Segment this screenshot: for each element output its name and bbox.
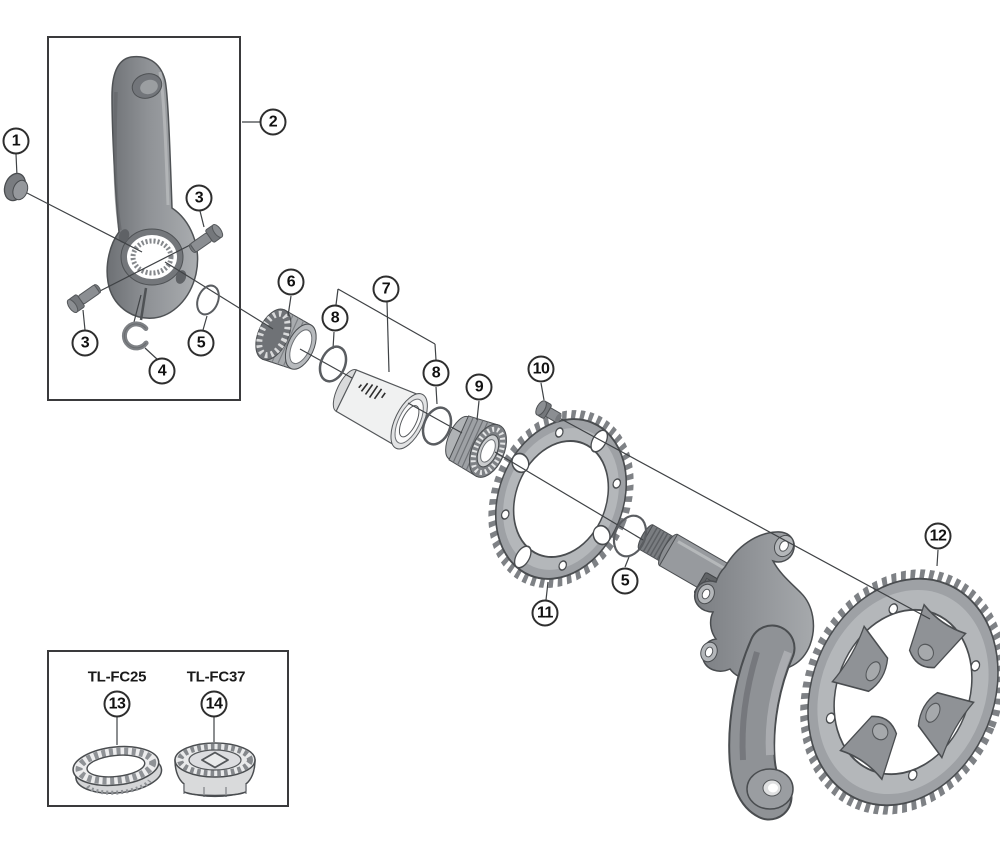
crank-fixing-cap (3, 172, 29, 202)
callout-9: 9 (465, 373, 493, 401)
pinch-bolt (66, 284, 102, 313)
callout-3: 3 (185, 184, 213, 212)
o-ring (421, 406, 453, 446)
chainring-bolt (535, 400, 562, 424)
tool-label-tl-fc37: TL-FC37 (186, 668, 246, 686)
callout-11: 11 (531, 599, 559, 627)
clip-axis-line (133, 294, 142, 323)
callout-5: 5 (187, 329, 215, 357)
callout-4: 4 (148, 357, 176, 385)
main-axis-line (26, 192, 143, 253)
pinch-bolt-hole (118, 229, 130, 243)
pinch-bolt (188, 224, 224, 253)
bracket-7 (337, 288, 436, 345)
callout-3: 3 (71, 329, 99, 357)
stopper-plate (121, 321, 149, 351)
callout-6: 6 (277, 268, 305, 296)
o-ring (318, 345, 348, 383)
pedal-boss (746, 768, 794, 810)
spider-eyelet (697, 534, 795, 663)
bb-cup-left (255, 308, 317, 370)
callout-8: 8 (321, 304, 349, 332)
o-ring (612, 514, 648, 558)
main-axis-line (299, 348, 353, 379)
callout-10: 10 (527, 355, 555, 383)
main-axis-line (407, 402, 463, 434)
bb-sleeve (332, 369, 428, 450)
callout-2: 2 (259, 108, 287, 136)
bb-cup-right (445, 415, 507, 478)
tool-tl-fc25 (72, 745, 163, 795)
spindle-bore (120, 228, 184, 286)
callout-13: 13 (103, 690, 131, 718)
callout-5: 5 (611, 567, 639, 595)
bolt-axis-line (551, 413, 931, 620)
callout-1: 1 (2, 127, 30, 155)
inner-chainring (488, 410, 634, 588)
tool-label-tl-fc25: TL-FC25 (87, 668, 147, 686)
right-crank-arm (693, 531, 815, 821)
sleeve-markings (358, 382, 386, 400)
tool-tl-fc37 (174, 742, 256, 798)
leader-lines (15, 121, 939, 745)
pedal-hole (131, 73, 163, 99)
callout-14: 14 (200, 690, 228, 718)
callout-12: 12 (924, 522, 952, 550)
callout-8: 8 (422, 359, 450, 387)
clamp-slot (139, 287, 148, 321)
outer-chainring (800, 569, 1000, 815)
o-ring (196, 284, 220, 316)
pinch-bolt-axis-line (95, 241, 197, 294)
callout-7: 7 (372, 275, 400, 303)
